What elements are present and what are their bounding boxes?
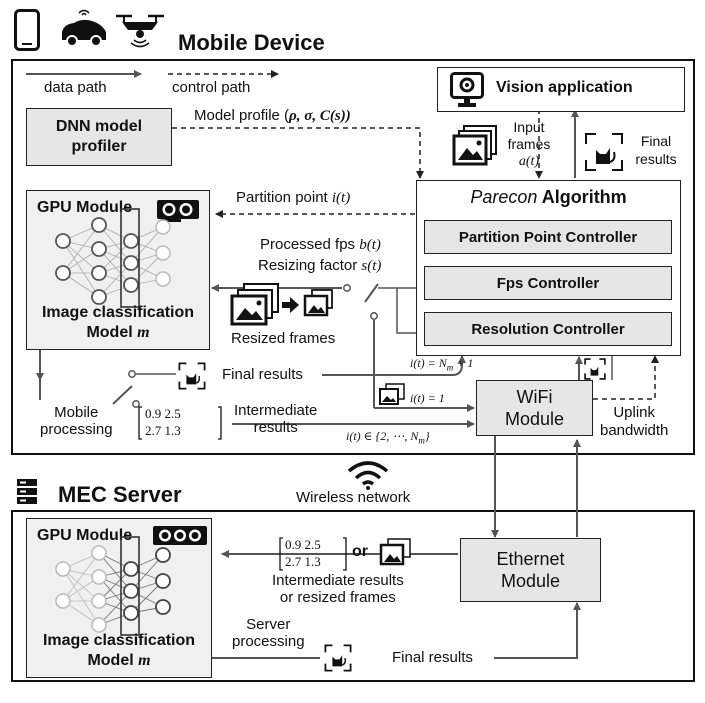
legend-data-path-label: data path	[44, 79, 107, 96]
mobile-gpu-module: GPU Module Image classification Model m	[26, 190, 210, 350]
eq-partition-last: i(t) = Nm + 1	[410, 356, 474, 373]
eq-partition-one: i(t) = 1	[410, 391, 445, 405]
vision-application-box: Vision application	[437, 67, 685, 112]
intermediate-matrix: 0.9 2.5 2.7 1.3	[137, 405, 223, 441]
resizing-factor-label: Resizing factor s(t)	[258, 257, 382, 275]
server-rack-icon	[16, 478, 38, 506]
dnn-network-diagram-server	[41, 536, 201, 637]
legend-control-path-label: control path	[172, 79, 251, 96]
image-frame-icon-server	[378, 537, 412, 567]
mobile-device-frame	[11, 59, 695, 455]
mobile-model-caption-1: Image classification	[41, 304, 195, 321]
mobile-model-caption-2: Model m	[86, 324, 150, 341]
server-gpu-title: GPU Module	[37, 527, 133, 544]
server-model-caption-1: Image classification	[42, 632, 196, 649]
or-label: or	[352, 543, 368, 560]
cat-result-icon-server	[324, 644, 352, 672]
algorithm-title: Parecon Algorithm	[470, 187, 627, 207]
mobile-device-title: Mobile Device	[178, 30, 325, 55]
resized-frames-label: Resized frames	[231, 330, 336, 347]
final-results-top-label: Final results	[635, 133, 677, 167]
smartphone-icon	[14, 9, 40, 51]
model-profile-label: Model profile (ρ, σ, C(s))	[194, 107, 351, 125]
drone-icon	[114, 10, 166, 50]
cat-result-icon-small	[584, 358, 606, 380]
cat-result-icon-mid	[178, 362, 206, 390]
mec-server-title: MEC Server	[58, 482, 182, 507]
resized-frames-icon	[228, 282, 334, 328]
dnn-model-profiler: DNN model profiler	[26, 108, 172, 166]
server-intermediate-matrix: 0.9 2.5 2.7 1.3	[278, 536, 348, 572]
server-gpu-module: GPU Module Image classification Model	[26, 518, 212, 678]
server-final-results-label: Final results	[392, 649, 473, 666]
mobile-gpu-title: GPU Module	[37, 199, 133, 216]
resolution-controller: Resolution Controller	[424, 312, 672, 346]
partition-point-controller: Partition Point Controller	[424, 220, 672, 254]
mec-server-frame	[11, 510, 695, 682]
partition-point-label: Partition point i(t)	[236, 189, 351, 207]
model-profile-arrow	[172, 127, 424, 179]
dnn-network-diagram	[41, 208, 201, 309]
wireless-network-label: Wireless network	[296, 489, 411, 506]
wifi-icon	[346, 460, 390, 490]
car-icon	[58, 9, 110, 50]
processed-fps-label: Processed fps b(t)	[260, 236, 381, 254]
input-frames-icon	[450, 124, 500, 168]
eq-partition-range: i(t) ∈ {2, ⋯, Nm}	[346, 429, 430, 446]
image-frame-icon-small	[378, 383, 406, 407]
vision-application-label: Vision application	[496, 79, 633, 96]
gpu-card-icon	[155, 197, 201, 223]
fps-controller: Fps Controller	[424, 266, 672, 300]
server-model-caption-2: Model m	[87, 652, 151, 669]
monitor-camera-icon	[450, 72, 484, 108]
cat-result-icon	[584, 132, 624, 172]
gpu-card-icon-server	[151, 523, 209, 549]
final-results-mid-label: Final results	[222, 366, 303, 383]
input-frames-label: Input frames a(t)	[507, 119, 551, 169]
